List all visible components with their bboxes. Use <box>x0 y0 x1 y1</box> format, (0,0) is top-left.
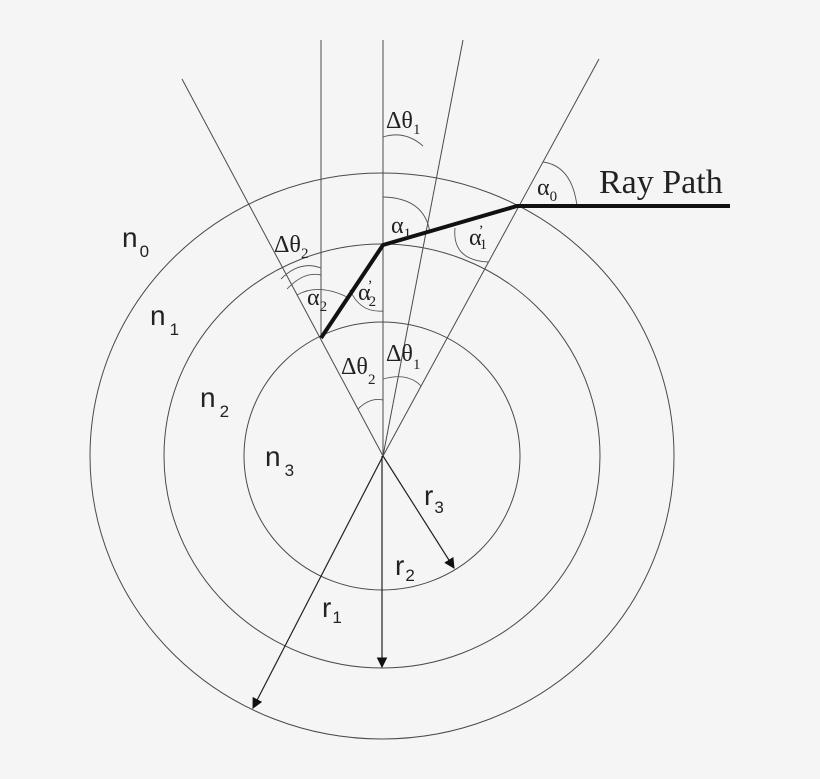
alpha1-arc <box>382 196 431 234</box>
dtheta2-center-label: Δθ2 <box>341 354 375 388</box>
alpha0-arc <box>542 161 578 207</box>
ray-path-line <box>319 204 730 340</box>
dtheta1-top-arc <box>382 134 424 147</box>
r3-arrow <box>382 455 455 569</box>
dtheta2-top-arc-outer <box>280 265 322 280</box>
right-radial-line <box>382 58 600 457</box>
r2-label: r2 <box>395 550 415 585</box>
left-radial-line <box>181 78 384 457</box>
r1-arrow <box>252 455 384 709</box>
r1-label: r1 <box>322 592 342 627</box>
dtheta2-center-arc <box>357 398 384 410</box>
alpha2-prime-label: α’2 <box>358 278 376 310</box>
r3-label: r3 <box>424 480 444 517</box>
alpha1-label: α1 <box>391 213 411 242</box>
alpha1-prime-arc <box>454 227 489 263</box>
alpha2-label: α2 <box>307 285 327 315</box>
radius-arrows <box>252 455 455 709</box>
dtheta2-top-arc-inner <box>286 273 322 290</box>
ray-path-label: Ray Path <box>599 164 723 201</box>
angle-arcs <box>280 134 578 410</box>
alpha1-prime-label: α’1 <box>469 223 487 253</box>
alpha2-arc <box>296 289 348 298</box>
outer-circle <box>89 172 675 740</box>
alpha0-label: α0 <box>537 175 557 205</box>
dtheta1-center-arc <box>382 376 422 387</box>
dtheta1-top-label: Δθ1 <box>386 108 420 138</box>
dtheta1-center-label: Δθ1 <box>386 341 420 373</box>
reference-lines <box>181 39 600 457</box>
dtheta2-top-label: Δθ2 <box>274 232 308 262</box>
mid-radial-line <box>382 39 464 457</box>
